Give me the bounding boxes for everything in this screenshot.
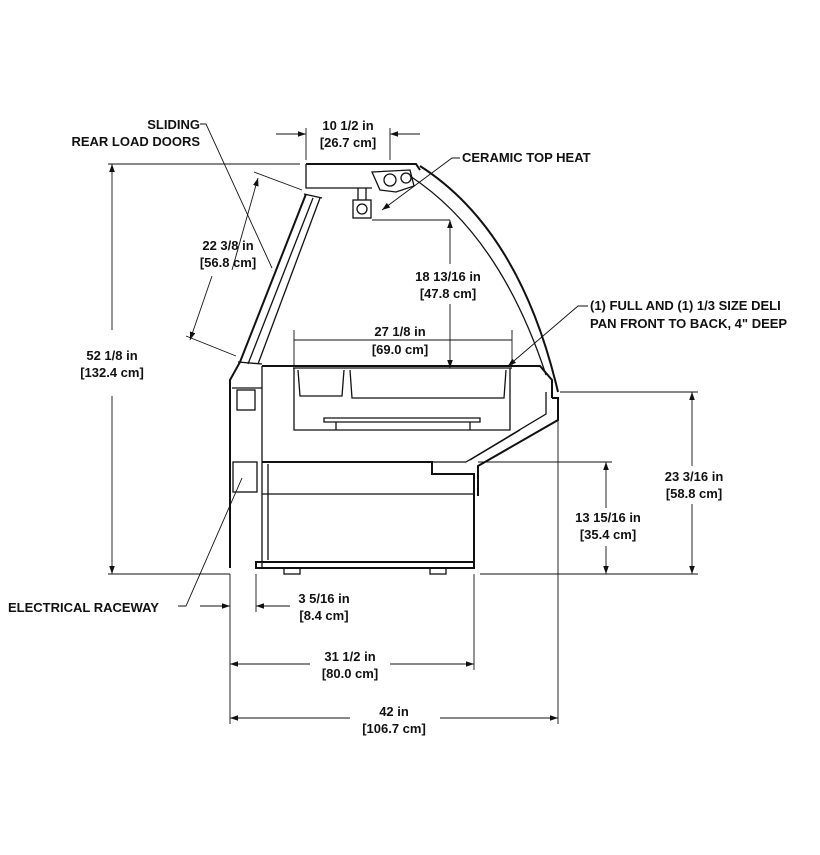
callout-sliding-doors-line1: SLIDING bbox=[147, 117, 200, 132]
dim-top-width-in: 10 1/2 in bbox=[322, 118, 373, 133]
light-fixture bbox=[352, 199, 372, 219]
front-angled-panel-inner bbox=[432, 392, 547, 463]
electrical-raceway-box bbox=[232, 461, 258, 493]
dim-base-depth-in: 31 1/2 in bbox=[324, 649, 375, 664]
full-size-pan bbox=[349, 369, 507, 399]
callout-sliding-doors-line2: REAR LOAD DOORS bbox=[71, 134, 200, 149]
light-lamp bbox=[356, 203, 368, 215]
dim-base-height: 13 15/16 in [35.4 cm] bbox=[478, 461, 641, 574]
control-box bbox=[236, 389, 256, 411]
callout-deli-pan-line2: PAN FRONT TO BACK, 4" DEEP bbox=[590, 316, 787, 331]
rear-door-bottom bbox=[237, 361, 263, 365]
callout-sliding-doors: SLIDING REAR LOAD DOORS bbox=[71, 117, 273, 269]
dim-door-length-in: 22 3/8 in bbox=[202, 238, 253, 253]
dim-pan-depth: 27 1/8 in [69.0 cm] bbox=[293, 324, 513, 366]
dim-overall-depth-cm: [106.7 cm] bbox=[362, 721, 426, 736]
dim-top-width: 10 1/2 in [26.7 cm] bbox=[276, 118, 420, 160]
dim-overall-height-in: 52 1/8 in bbox=[86, 348, 137, 363]
dim-raceway-offset: 3 5/16 in [8.4 cm] bbox=[200, 574, 350, 724]
dim-base-depth-cm: [80.0 cm] bbox=[322, 666, 378, 681]
canopy-lower-edge bbox=[305, 164, 372, 189]
callout-deli-pan: (1) FULL AND (1) 1/3 SIZE DELI PAN FRONT… bbox=[507, 298, 787, 367]
leg-rear bbox=[283, 567, 301, 575]
rear-door-panel-1 bbox=[247, 197, 314, 365]
ceramic-heater-housing bbox=[371, 169, 415, 193]
floor-rail bbox=[255, 561, 475, 569]
dim-overall-height-cm: [132.4 cm] bbox=[80, 365, 144, 380]
deck-top bbox=[262, 365, 553, 398]
callout-ceramic-top-heat-label: CERAMIC TOP HEAT bbox=[462, 150, 591, 165]
dim-overall-depth-in: 42 in bbox=[379, 704, 409, 719]
dim-door-length: 22 3/8 in [56.8 cm] bbox=[185, 171, 303, 357]
dim-counter-height-cm: [58.8 cm] bbox=[666, 486, 722, 501]
top-canopy bbox=[306, 163, 421, 171]
dim-interior-height-cm: [47.8 cm] bbox=[420, 286, 476, 301]
rear-door-outer bbox=[239, 193, 307, 363]
dim-raceway-offset-in: 3 5/16 in bbox=[298, 591, 349, 606]
display-case-outline bbox=[229, 163, 559, 575]
dim-base-depth: 31 1/2 in [80.0 cm] bbox=[230, 574, 475, 681]
dim-counter-height: 23 3/16 in [58.8 cm] bbox=[480, 391, 724, 575]
dim-pan-depth-in: 27 1/8 in bbox=[374, 324, 425, 339]
dim-counter-height-in: 23 3/16 in bbox=[665, 469, 724, 484]
rear-door-top bbox=[303, 193, 323, 199]
callout-electrical-raceway: ELECTRICAL RACEWAY bbox=[8, 477, 243, 615]
dim-interior-height-in: 18 13/16 in bbox=[415, 269, 481, 284]
front-glass-inner-curve bbox=[409, 175, 547, 376]
dim-door-length-cm: [56.8 cm] bbox=[200, 255, 256, 270]
callout-deli-pan-line1: (1) FULL AND (1) 1/3 SIZE DELI bbox=[590, 298, 781, 313]
dim-base-height-cm: [35.4 cm] bbox=[580, 527, 636, 542]
rear-door-panel-2 bbox=[257, 197, 321, 365]
front-angled-panel-mid bbox=[469, 429, 521, 461]
well-rack bbox=[323, 417, 481, 423]
ceramic-heater-element bbox=[383, 173, 397, 187]
well-body bbox=[293, 368, 511, 431]
dim-overall-height: 52 1/8 in [132.4 cm] bbox=[80, 163, 300, 575]
dim-raceway-offset-cm: [8.4 cm] bbox=[299, 608, 348, 623]
dim-interior-height: 18 13/16 in [47.8 cm] bbox=[372, 219, 481, 368]
rear-column bbox=[229, 361, 241, 568]
dim-pan-depth-cm: [69.0 cm] bbox=[372, 342, 428, 357]
dim-base-height-in: 13 15/16 in bbox=[575, 510, 641, 525]
callout-electrical-raceway-label: ELECTRICAL RACEWAY bbox=[8, 600, 159, 615]
front-glass-curve bbox=[419, 165, 559, 393]
callout-ceramic-top-heat: CERAMIC TOP HEAT bbox=[381, 150, 591, 211]
light-bracket bbox=[357, 188, 367, 200]
dim-top-width-cm: [26.7 cm] bbox=[320, 135, 376, 150]
base-cabinet bbox=[262, 461, 475, 563]
dim-overall-depth: 42 in [106.7 cm] bbox=[230, 420, 559, 736]
third-size-pan bbox=[297, 369, 345, 397]
leg-front bbox=[429, 567, 447, 575]
ceramic-heater-bulb bbox=[400, 172, 412, 184]
